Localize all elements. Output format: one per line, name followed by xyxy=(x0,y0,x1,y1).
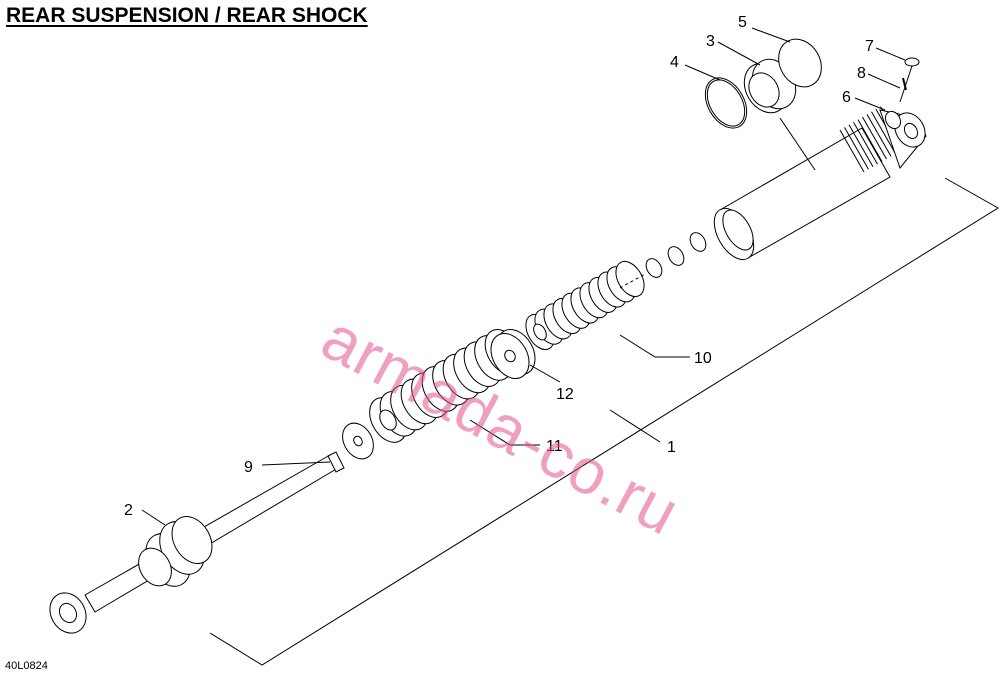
thread-line xyxy=(853,121,878,165)
thread-line xyxy=(839,129,865,173)
spring-bore xyxy=(379,409,397,431)
page-title: REAR SUSPENSION / REAR SHOCK xyxy=(6,4,368,27)
callout-3: 3 xyxy=(706,33,715,50)
thread-line xyxy=(848,124,874,168)
diagram-code: 40L0824 xyxy=(5,660,48,672)
piston-part xyxy=(490,329,536,379)
callout-12: 12 xyxy=(556,386,574,403)
thread-line xyxy=(862,116,887,160)
thread-line xyxy=(844,127,869,170)
spring-coil xyxy=(615,260,645,298)
cap-parts xyxy=(704,38,920,129)
leader-lines xyxy=(141,27,906,526)
callout-7: 7 xyxy=(865,38,874,55)
callout-5: 5 xyxy=(738,14,747,31)
callout-10: 10 xyxy=(694,350,712,367)
thread-line xyxy=(866,114,892,157)
callout-2: 2 xyxy=(124,502,133,519)
washer-part xyxy=(342,422,374,460)
seal-head-part xyxy=(138,516,213,587)
callout-11: 11 xyxy=(546,438,563,455)
upper-spring-stack xyxy=(525,260,645,351)
callout-9: 9 xyxy=(244,459,253,476)
callout-6: 6 xyxy=(842,89,851,106)
thread-line xyxy=(857,119,883,162)
callout-4: 4 xyxy=(670,54,679,71)
callout-8: 8 xyxy=(857,65,866,82)
shock-body-part xyxy=(713,106,927,261)
thread-line xyxy=(871,111,896,155)
callout-1: 1 xyxy=(667,439,676,456)
spring-bore xyxy=(533,323,547,341)
shim-parts xyxy=(619,232,707,289)
assembly-bracket xyxy=(209,177,999,666)
callout-labels: 1 2 3 4 5 6 7 8 9 10 11 12 xyxy=(124,14,874,519)
